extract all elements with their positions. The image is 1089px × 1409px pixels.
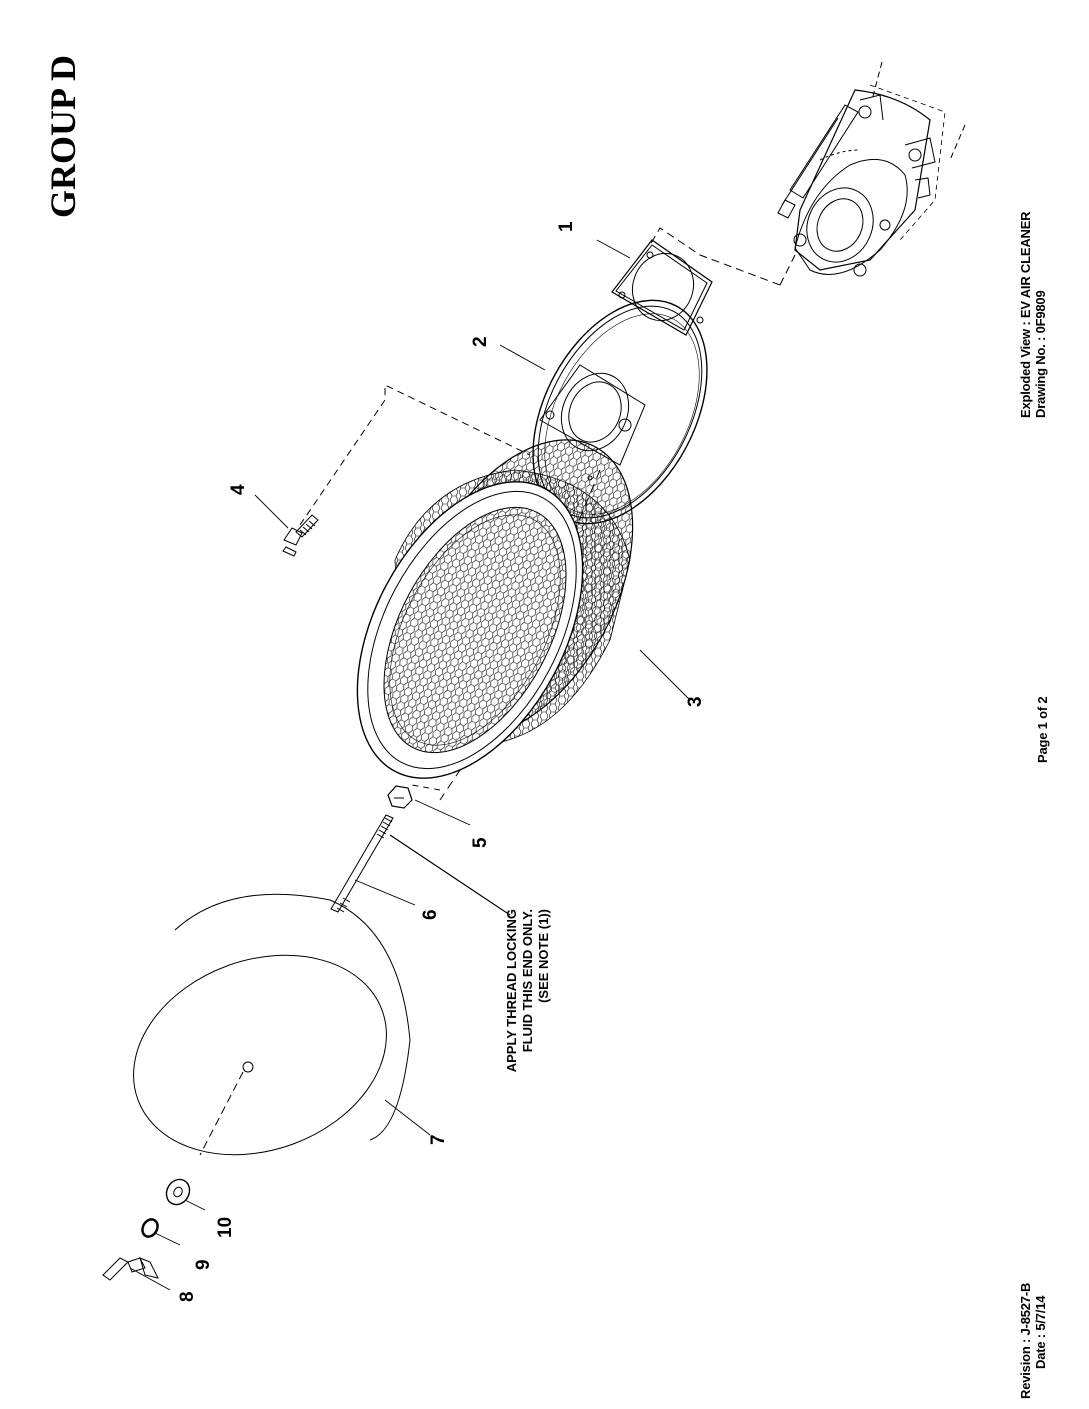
air-filter-part-3	[311, 402, 679, 816]
callout-2: 2	[470, 336, 492, 347]
drawing-number: Drawing No. : 0F9809	[1033, 291, 1048, 418]
carb-leader-dashed	[650, 228, 795, 285]
thread-locking-note: APPLY THREAD LOCKING FLUID THIS END ONLY…	[504, 909, 552, 1099]
throttle-body-illustration	[778, 62, 965, 276]
callout-1: 1	[556, 221, 578, 232]
nut-part-5	[388, 786, 412, 808]
page-number: Page 1 of 2	[1035, 697, 1050, 763]
group-title: GROUP D	[42, 55, 84, 218]
gasket-part-1	[612, 240, 712, 335]
washer-part-10	[162, 1175, 194, 1209]
callout-3: 3	[685, 696, 707, 707]
stud-part-6	[331, 815, 393, 912]
note-line-1: APPLY THREAD LOCKING	[504, 909, 520, 1099]
cover-part-7	[105, 894, 414, 1188]
view-label: Exploded View : EV AIR CLEANER	[1018, 212, 1033, 418]
bolt-part-4	[283, 515, 318, 556]
center-dashed	[412, 785, 440, 790]
callout-9: 9	[193, 1259, 215, 1270]
callout-6: 6	[420, 909, 442, 920]
callout-8: 8	[177, 1291, 199, 1302]
revision: Revision : J-8527-B	[1018, 1283, 1033, 1399]
callout-7: 7	[428, 1134, 450, 1145]
note-line-3: (SEE NOTE (1))	[536, 909, 552, 1099]
callout-10: 10	[215, 1217, 237, 1238]
revision-date: Date : 5/7/14	[1033, 1296, 1048, 1369]
wing-nut-part-8	[103, 1258, 158, 1280]
callout-4: 4	[228, 484, 250, 495]
note-line-2: FLUID THIS END ONLY.	[520, 909, 536, 1099]
callout-5: 5	[470, 837, 492, 848]
lock-washer-part-9	[139, 1217, 160, 1240]
